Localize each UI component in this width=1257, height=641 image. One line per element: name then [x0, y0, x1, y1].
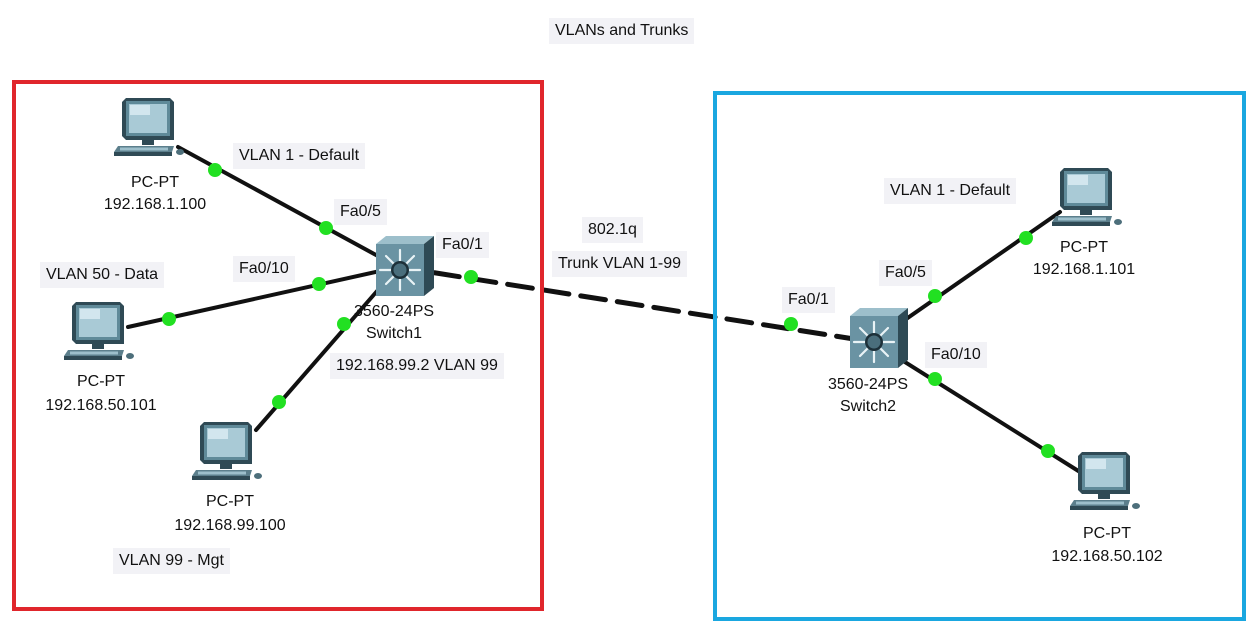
- vlan-data-label: VLAN 50 - Data: [40, 262, 165, 288]
- pc5-ip-label: 192.168.50.102: [1051, 548, 1163, 565]
- switch1-mgmt-label: 192.168.99.2 VLAN 99: [330, 353, 504, 379]
- switch1-model-label: 3560-24PS: [353, 303, 435, 320]
- trunk-encap-label: 802.1q: [582, 217, 643, 243]
- port-dot: [272, 395, 286, 409]
- trunk-vlan-label: Trunk VLAN 1-99: [552, 251, 688, 277]
- port-dot: [464, 270, 478, 284]
- switch2-port-fa05-label: Fa0/5: [879, 260, 932, 286]
- switch2-name-label: Switch2: [839, 398, 897, 415]
- port-dot: [1019, 231, 1033, 245]
- diagram-title: VLANs and Trunks: [549, 18, 695, 44]
- switch1-port-fa01-label: Fa0/1: [436, 232, 489, 258]
- pc4-ip-label: 192.168.1.101: [1032, 261, 1136, 278]
- switch2-model-label: 3560-24PS: [827, 376, 909, 393]
- pc2-type-label: PC-PT: [77, 373, 125, 390]
- switch2-port-fa010-label: Fa0/10: [925, 342, 987, 368]
- port-dot: [337, 317, 351, 331]
- pc4-type-label: PC-PT: [1060, 239, 1108, 256]
- port-dot: [928, 372, 942, 386]
- port-dot: [1041, 444, 1055, 458]
- switch2-port-fa01-label: Fa0/1: [782, 287, 835, 313]
- pc1-type-label: PC-PT: [131, 174, 179, 191]
- port-dot: [928, 289, 942, 303]
- vlan-default-label: VLAN 1 - Default: [233, 143, 366, 169]
- port-dot: [319, 221, 333, 235]
- pc1-ip-label: 192.168.1.100: [103, 196, 207, 213]
- pc3-ip-label: 192.168.99.100: [174, 517, 286, 534]
- vlan-mgt-label: VLAN 99 - Mgt: [113, 548, 230, 574]
- switch1-port-fa010-label: Fa0/10: [233, 256, 295, 282]
- vlan-default-right-label: VLAN 1 - Default: [884, 178, 1017, 204]
- switch1-name-label: Switch1: [365, 325, 423, 342]
- port-dot: [162, 312, 176, 326]
- switch1-port-fa05-label: Fa0/5: [334, 199, 387, 225]
- left-zone-box: [12, 80, 544, 611]
- port-dot: [312, 277, 326, 291]
- pc5-type-label: PC-PT: [1083, 525, 1131, 542]
- pc3-type-label: PC-PT: [206, 493, 254, 510]
- port-dot: [784, 317, 798, 331]
- right-zone-box: [713, 91, 1246, 621]
- port-dot: [208, 163, 222, 177]
- pc2-ip-label: 192.168.50.101: [45, 397, 157, 414]
